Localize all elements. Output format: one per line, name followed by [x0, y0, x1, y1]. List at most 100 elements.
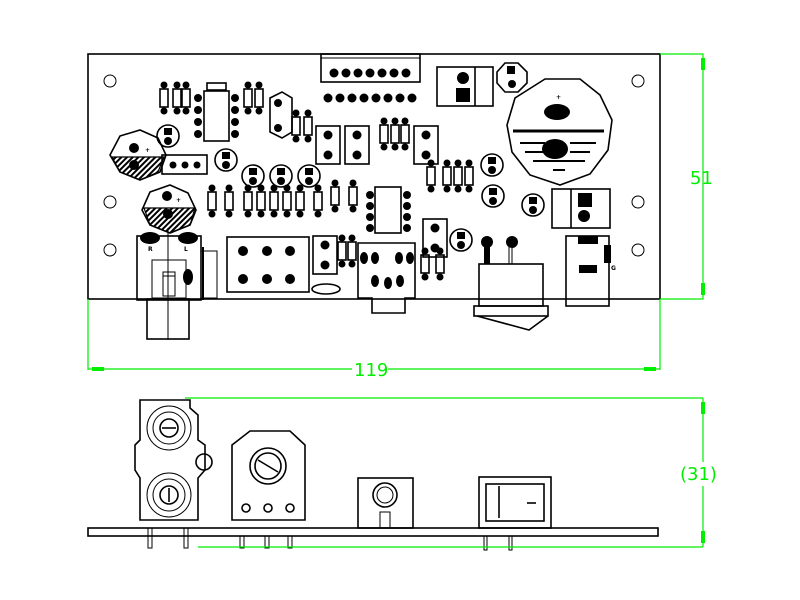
- small-capacitor: [480, 153, 504, 177]
- ic-pin: [231, 94, 239, 102]
- small-capacitor: [241, 164, 265, 188]
- top-view: + + +: [87, 53, 661, 340]
- plus-label: +: [556, 94, 561, 101]
- mounting-hole: [103, 243, 117, 257]
- small-capacitor: [496, 62, 528, 93]
- resistor: [181, 81, 191, 115]
- small-capacitor: [156, 124, 180, 148]
- jack-pin-label: G: [611, 265, 616, 272]
- relay-block: [226, 236, 310, 293]
- ic-pin: [366, 213, 374, 221]
- header-pin: [359, 93, 369, 103]
- resistor: [159, 81, 169, 115]
- resistor: [379, 117, 389, 151]
- three-pin-block: [161, 154, 208, 175]
- ic-pin: [366, 191, 374, 199]
- header-pin: [377, 68, 387, 78]
- two-pin-component: [413, 125, 439, 165]
- resistor: [282, 184, 292, 218]
- header-pin: [323, 93, 333, 103]
- mounting-hole: [103, 74, 117, 88]
- side-height-dimension-label: (31): [680, 464, 717, 485]
- small-capacitor: [449, 228, 473, 252]
- resistor: [348, 179, 358, 213]
- resistor: [464, 159, 474, 193]
- audio-jack-side: [357, 477, 414, 529]
- two-pin-component: [315, 125, 341, 165]
- toggle-switch: [473, 236, 549, 331]
- power-jack: [436, 66, 494, 107]
- header-pin: [371, 93, 381, 103]
- terminal-block: [551, 188, 611, 229]
- resistor: [256, 184, 266, 218]
- ic-pin: [366, 202, 374, 210]
- header-pin: [383, 93, 393, 103]
- electrolytic-capacitor-left: +: [109, 129, 167, 181]
- dc-jack: G: [565, 235, 616, 307]
- ic-pin: [231, 106, 239, 114]
- header-pin: [347, 93, 357, 103]
- ic-dip8-center: [366, 186, 411, 234]
- header-pin: [389, 68, 399, 78]
- header-pin: [341, 68, 351, 78]
- header-pin: [329, 68, 339, 78]
- electrolytic-capacitor-left-2: +: [141, 184, 197, 234]
- ic-pin: [231, 130, 239, 138]
- resistor: [347, 234, 357, 268]
- two-pin-component: [312, 235, 338, 275]
- small-capacitor: [269, 164, 293, 188]
- mounting-hole: [631, 74, 645, 88]
- ic-pin: [194, 130, 202, 138]
- mounting-hole: [103, 195, 117, 209]
- header-pin: [401, 68, 411, 78]
- ic-pin: [194, 94, 202, 102]
- resistor: [453, 159, 463, 193]
- pcb-edge: [87, 527, 659, 537]
- small-capacitor: [481, 184, 505, 208]
- ic-pin: [403, 224, 411, 232]
- resistor: [442, 159, 452, 193]
- ic-pin: [403, 213, 411, 221]
- resistor: [330, 179, 340, 213]
- resistor: [243, 81, 253, 115]
- audio-jack: [311, 242, 416, 314]
- mounting-hole: [631, 195, 645, 209]
- header-pin: [335, 93, 345, 103]
- plus-label: +: [145, 147, 150, 154]
- rocker-switch-side: [478, 476, 552, 551]
- small-capacitor: [214, 148, 238, 172]
- mounting-holes: [103, 74, 645, 257]
- ic-pin: [194, 106, 202, 114]
- small-capacitor: [521, 193, 545, 217]
- oscillator: [269, 91, 293, 139]
- large-capacitor: +: [506, 78, 613, 186]
- header-pin: [407, 93, 417, 103]
- ic-pin: [231, 118, 239, 126]
- rca-jack: R L: [136, 228, 218, 340]
- header-pin: [353, 68, 363, 78]
- resistor: [420, 247, 430, 281]
- small-capacitor: [297, 164, 321, 188]
- resistor: [207, 184, 217, 218]
- two-pin-component: [344, 125, 370, 165]
- ic-dip8-upper: [194, 82, 239, 142]
- resistor: [295, 184, 305, 218]
- resistor: [243, 184, 253, 218]
- dimension-lines: 51 119 (31): [87, 53, 717, 548]
- side-view: [87, 399, 659, 551]
- rca-jack-side: [134, 399, 213, 549]
- mounting-hole: [631, 243, 645, 257]
- height-dimension-line: [660, 53, 704, 300]
- resistor: [313, 184, 323, 218]
- resistor: [269, 184, 279, 218]
- resistor: [400, 117, 410, 151]
- header-connector: [320, 53, 421, 103]
- header-pin: [395, 93, 405, 103]
- resistor: [254, 81, 264, 115]
- header-pin: [365, 68, 375, 78]
- resistor: [291, 109, 301, 143]
- height-dimension-label: 51: [690, 168, 713, 189]
- rca-left-label: L: [184, 246, 188, 253]
- plus-label: +: [176, 197, 181, 204]
